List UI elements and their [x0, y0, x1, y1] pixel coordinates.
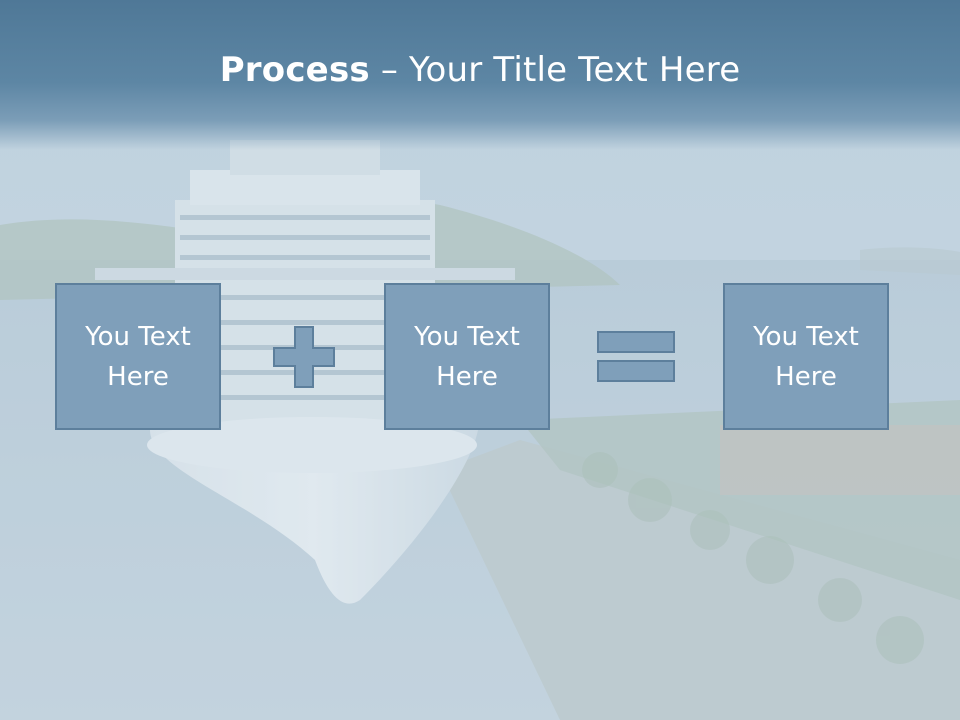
process-box-3-line2: Here — [775, 361, 837, 392]
process-box-2-line2: Here — [436, 361, 498, 392]
process-box-3[interactable]: You Text Here — [723, 283, 889, 430]
plus-icon — [273, 326, 335, 388]
process-box-1-line2: Here — [107, 361, 169, 392]
process-box-2-line1: You Text — [414, 321, 520, 352]
title-rest: – Your Title Text Here — [369, 50, 741, 90]
process-box-3-line1: You Text — [753, 321, 859, 352]
title-bold: Process — [219, 50, 370, 90]
process-box-3-text: You Text Here — [753, 317, 859, 397]
process-box-2[interactable]: You Text Here — [384, 283, 550, 430]
equals-icon — [597, 331, 675, 382]
process-box-1[interactable]: You Text Here — [55, 283, 221, 430]
process-box-1-text: You Text Here — [85, 317, 191, 397]
process-box-2-text: You Text Here — [414, 317, 520, 397]
slide-title: Process – Your Title Text Here — [0, 50, 960, 90]
title-bar — [0, 0, 960, 150]
process-box-1-line1: You Text — [85, 321, 191, 352]
